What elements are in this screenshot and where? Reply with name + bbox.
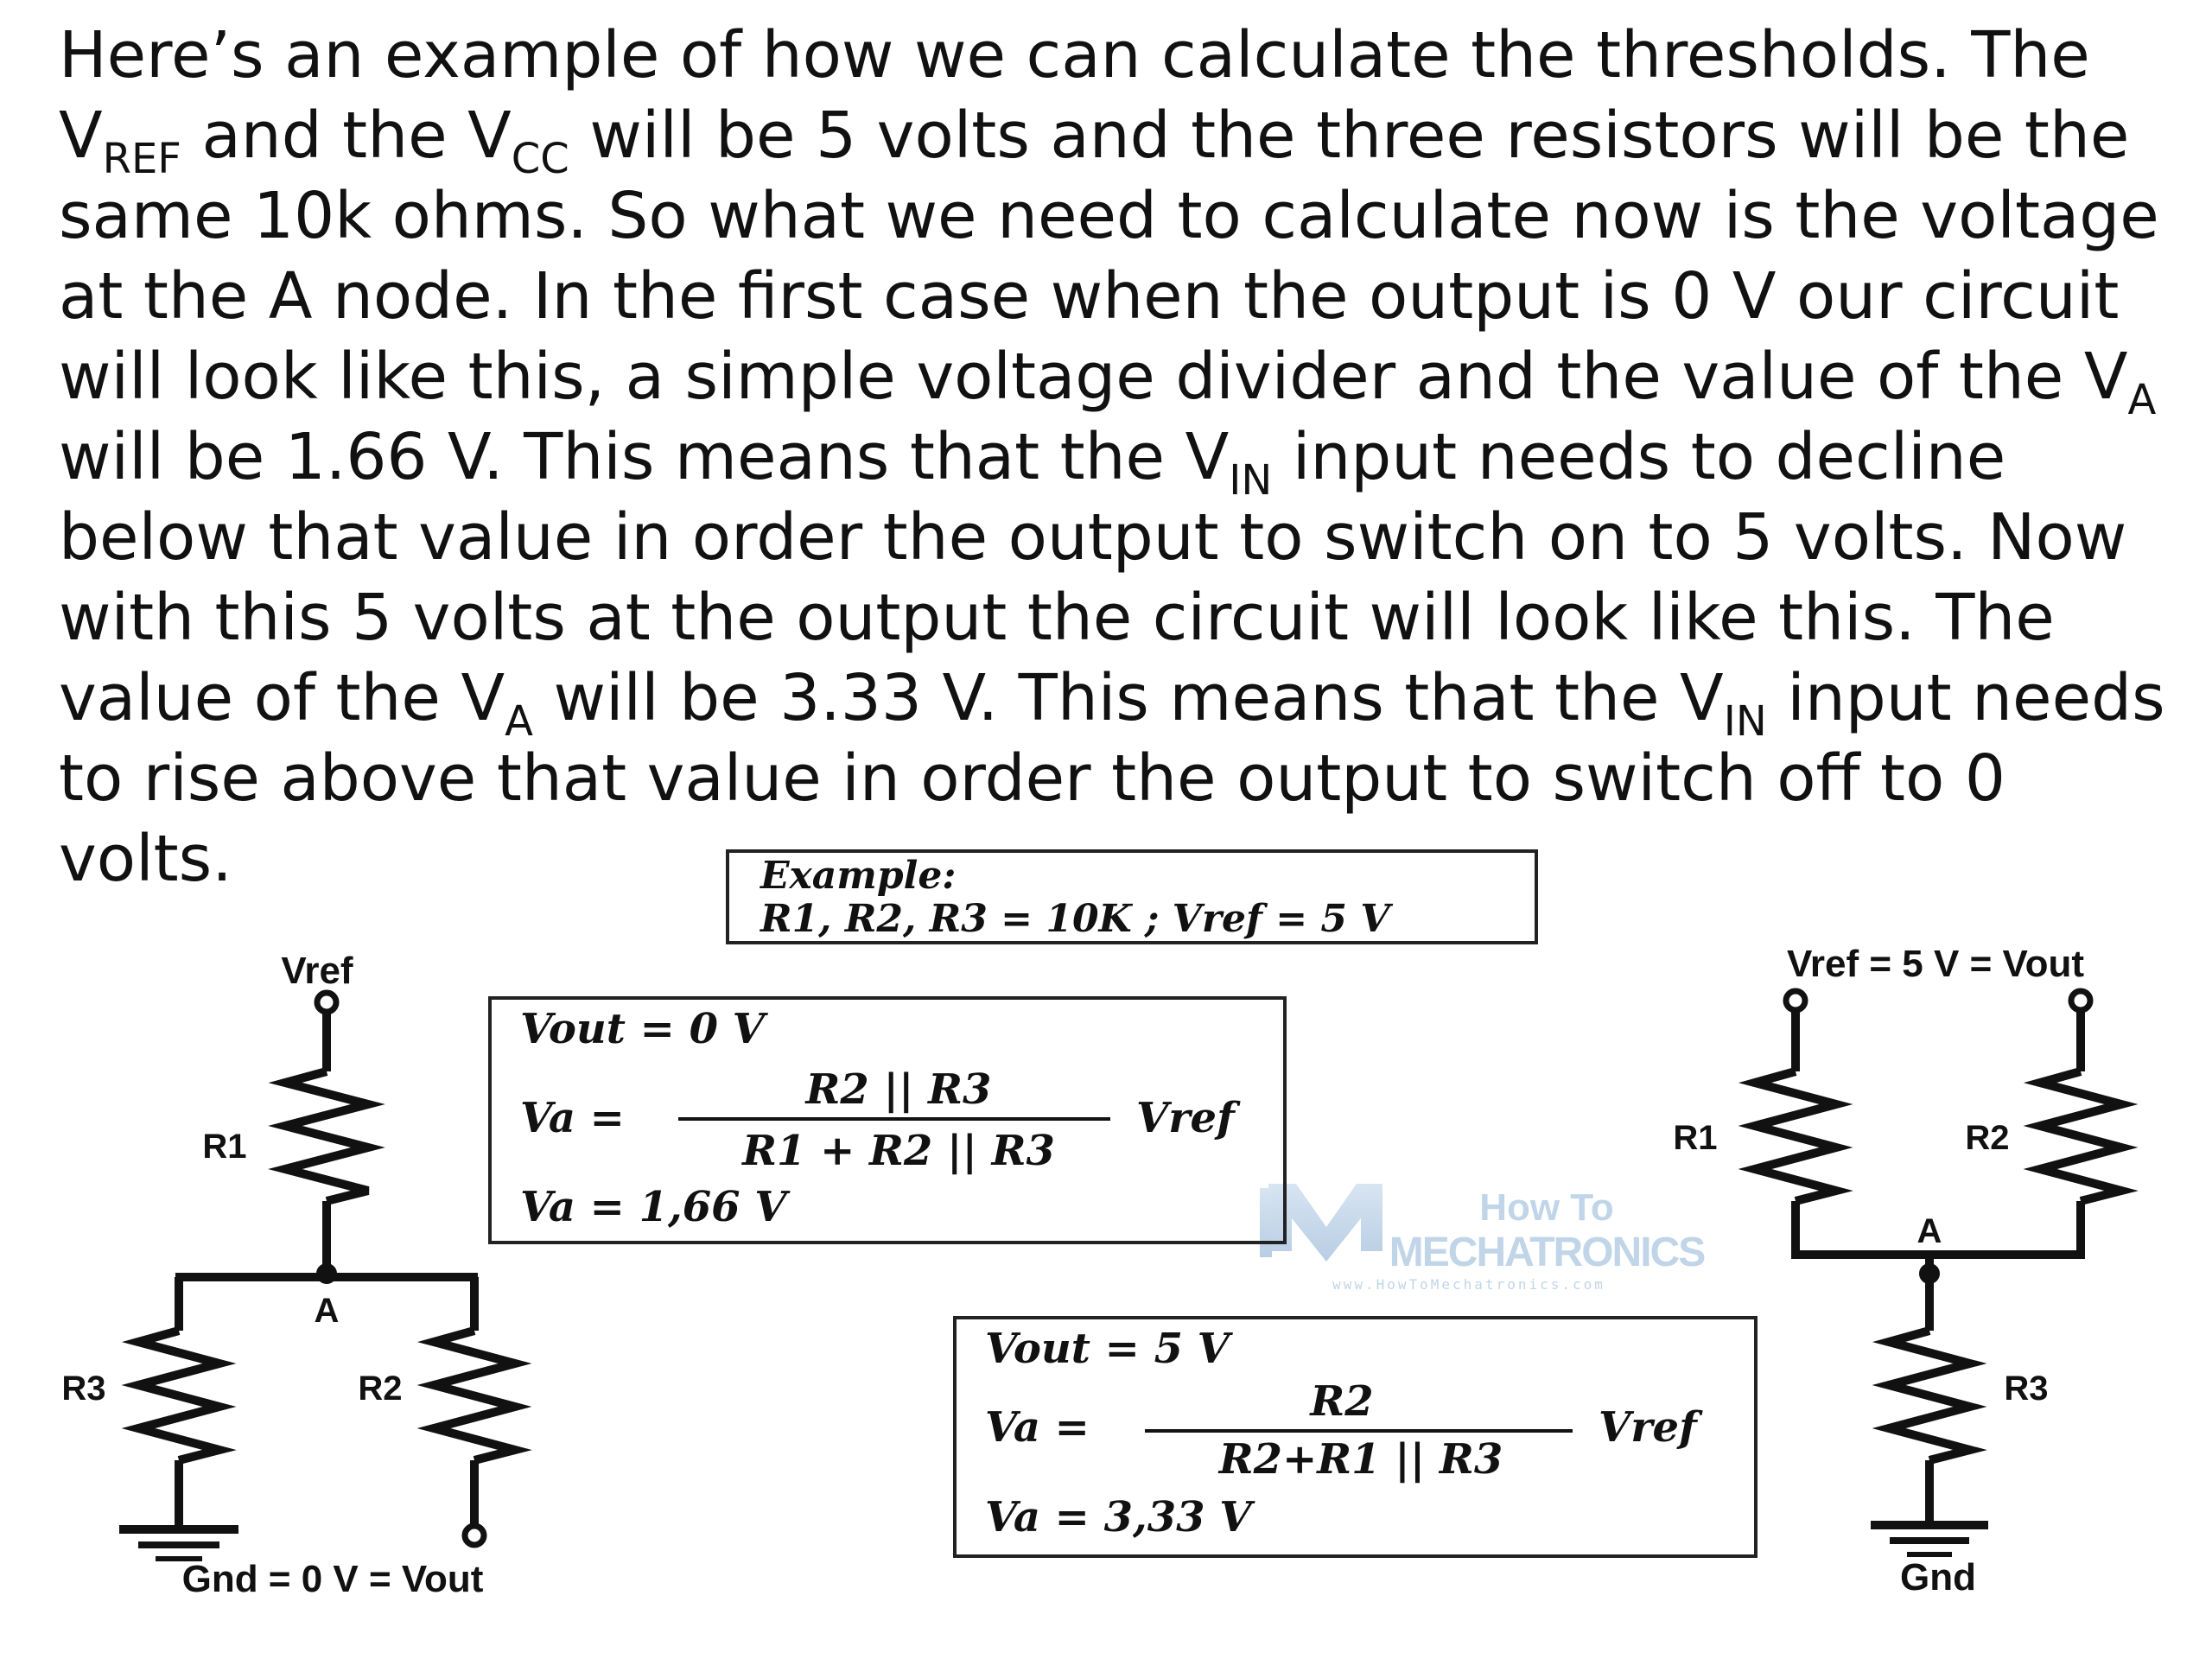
formula2-denominator: R2+R1 || R3 [1217, 1435, 1503, 1484]
subscript: CC [511, 135, 569, 183]
example-values: R1, R2, R3 = 10K ; Vref = 5 V [759, 897, 1393, 941]
right-circuit [1738, 988, 2139, 1557]
left-r3-label: R3 [61, 1370, 105, 1408]
right-node-a-label: A [1917, 1212, 1942, 1250]
paragraph-text: input needs to rise above that value in … [59, 661, 2165, 896]
paragraph-text: input needs to decline below that value … [59, 420, 2127, 735]
right-top-label: Vref = 5 V = Vout [1787, 943, 2084, 985]
explanation-paragraph: Here’s an example of how we can calculat… [59, 16, 2184, 899]
watermark-logo: How To MECHATRONICS www.HowToMechatronic… [1260, 1184, 1707, 1293]
left-vref-label: Vref [281, 950, 353, 992]
right-gnd-label: Gnd [1900, 1556, 1976, 1599]
paragraph-text: Here’s an example of how we can calculat… [59, 18, 2090, 92]
formula1-denominator: R1 + R2 || R3 [741, 1127, 1055, 1175]
right-r1-label: R1 [1673, 1119, 1717, 1157]
paragraph-text: will be 3.33 V. This means that the V [532, 661, 1724, 735]
paragraph-text: and the V [181, 99, 512, 173]
watermark-line1: How To [1479, 1186, 1614, 1229]
left-circuit-labels: Vref R1 A R3 R2 Gnd = 0 V = Vout [61, 950, 483, 1600]
subscript: REF [102, 135, 181, 183]
paragraph-text: V [59, 99, 103, 173]
paragraph-text: will be 1.66 V. This means that the V [59, 420, 1230, 494]
formula2-numerator: R2 [1308, 1377, 1373, 1426]
right-r2-label: R2 [1965, 1119, 2009, 1157]
left-node-a-label: A [315, 1292, 340, 1330]
formula1-vout: Vout = 0 V [520, 1005, 769, 1053]
right-circuit-labels: Vref = 5 V = Vout R1 R2 A R3 Gnd [1673, 943, 2084, 1599]
left-circuit [119, 989, 532, 1561]
subscript: A [2127, 376, 2157, 424]
formula-box-2: Vout = 5 V Va = R2 R2+R1 || R3 Vref Va =… [953, 1316, 1758, 1558]
formula-box-1: Vout = 0 V Va = R2 || R3 R1 + R2 || R3 V… [488, 996, 1287, 1244]
subscript: IN [1229, 456, 1273, 505]
formula1-result: Va = 1,66 V [520, 1183, 791, 1231]
left-r2-label: R2 [358, 1370, 402, 1408]
left-bottom-label: Gnd = 0 V = Vout [182, 1558, 484, 1600]
example-title: Example: [759, 854, 957, 898]
formula2-result: Va = 3,33 V [985, 1493, 1255, 1541]
left-r1-label: R1 [202, 1128, 246, 1166]
watermark-line2: MECHATRONICS [1389, 1230, 1705, 1275]
subscript: A [505, 697, 533, 746]
paragraph-text: will be 5 volts and the three resistors … [59, 99, 2159, 414]
right-r3-label: R3 [2004, 1370, 2048, 1408]
formula1-vref: Vref [1136, 1094, 1241, 1142]
example-box: Example: R1, R2, R3 = 10K ; Vref = 5 V [726, 849, 1538, 944]
formula2-vout: Vout = 5 V [985, 1325, 1234, 1373]
formula2-va-eq: Va = [985, 1403, 1090, 1452]
formula1-numerator: R2 || R3 [804, 1065, 992, 1114]
formula2-vref: Vref [1599, 1403, 1703, 1452]
watermark-url: www.HowToMechatronics.com [1332, 1276, 1605, 1293]
subscript: IN [1723, 697, 1767, 746]
formula1-va-eq: Va = [520, 1094, 625, 1142]
